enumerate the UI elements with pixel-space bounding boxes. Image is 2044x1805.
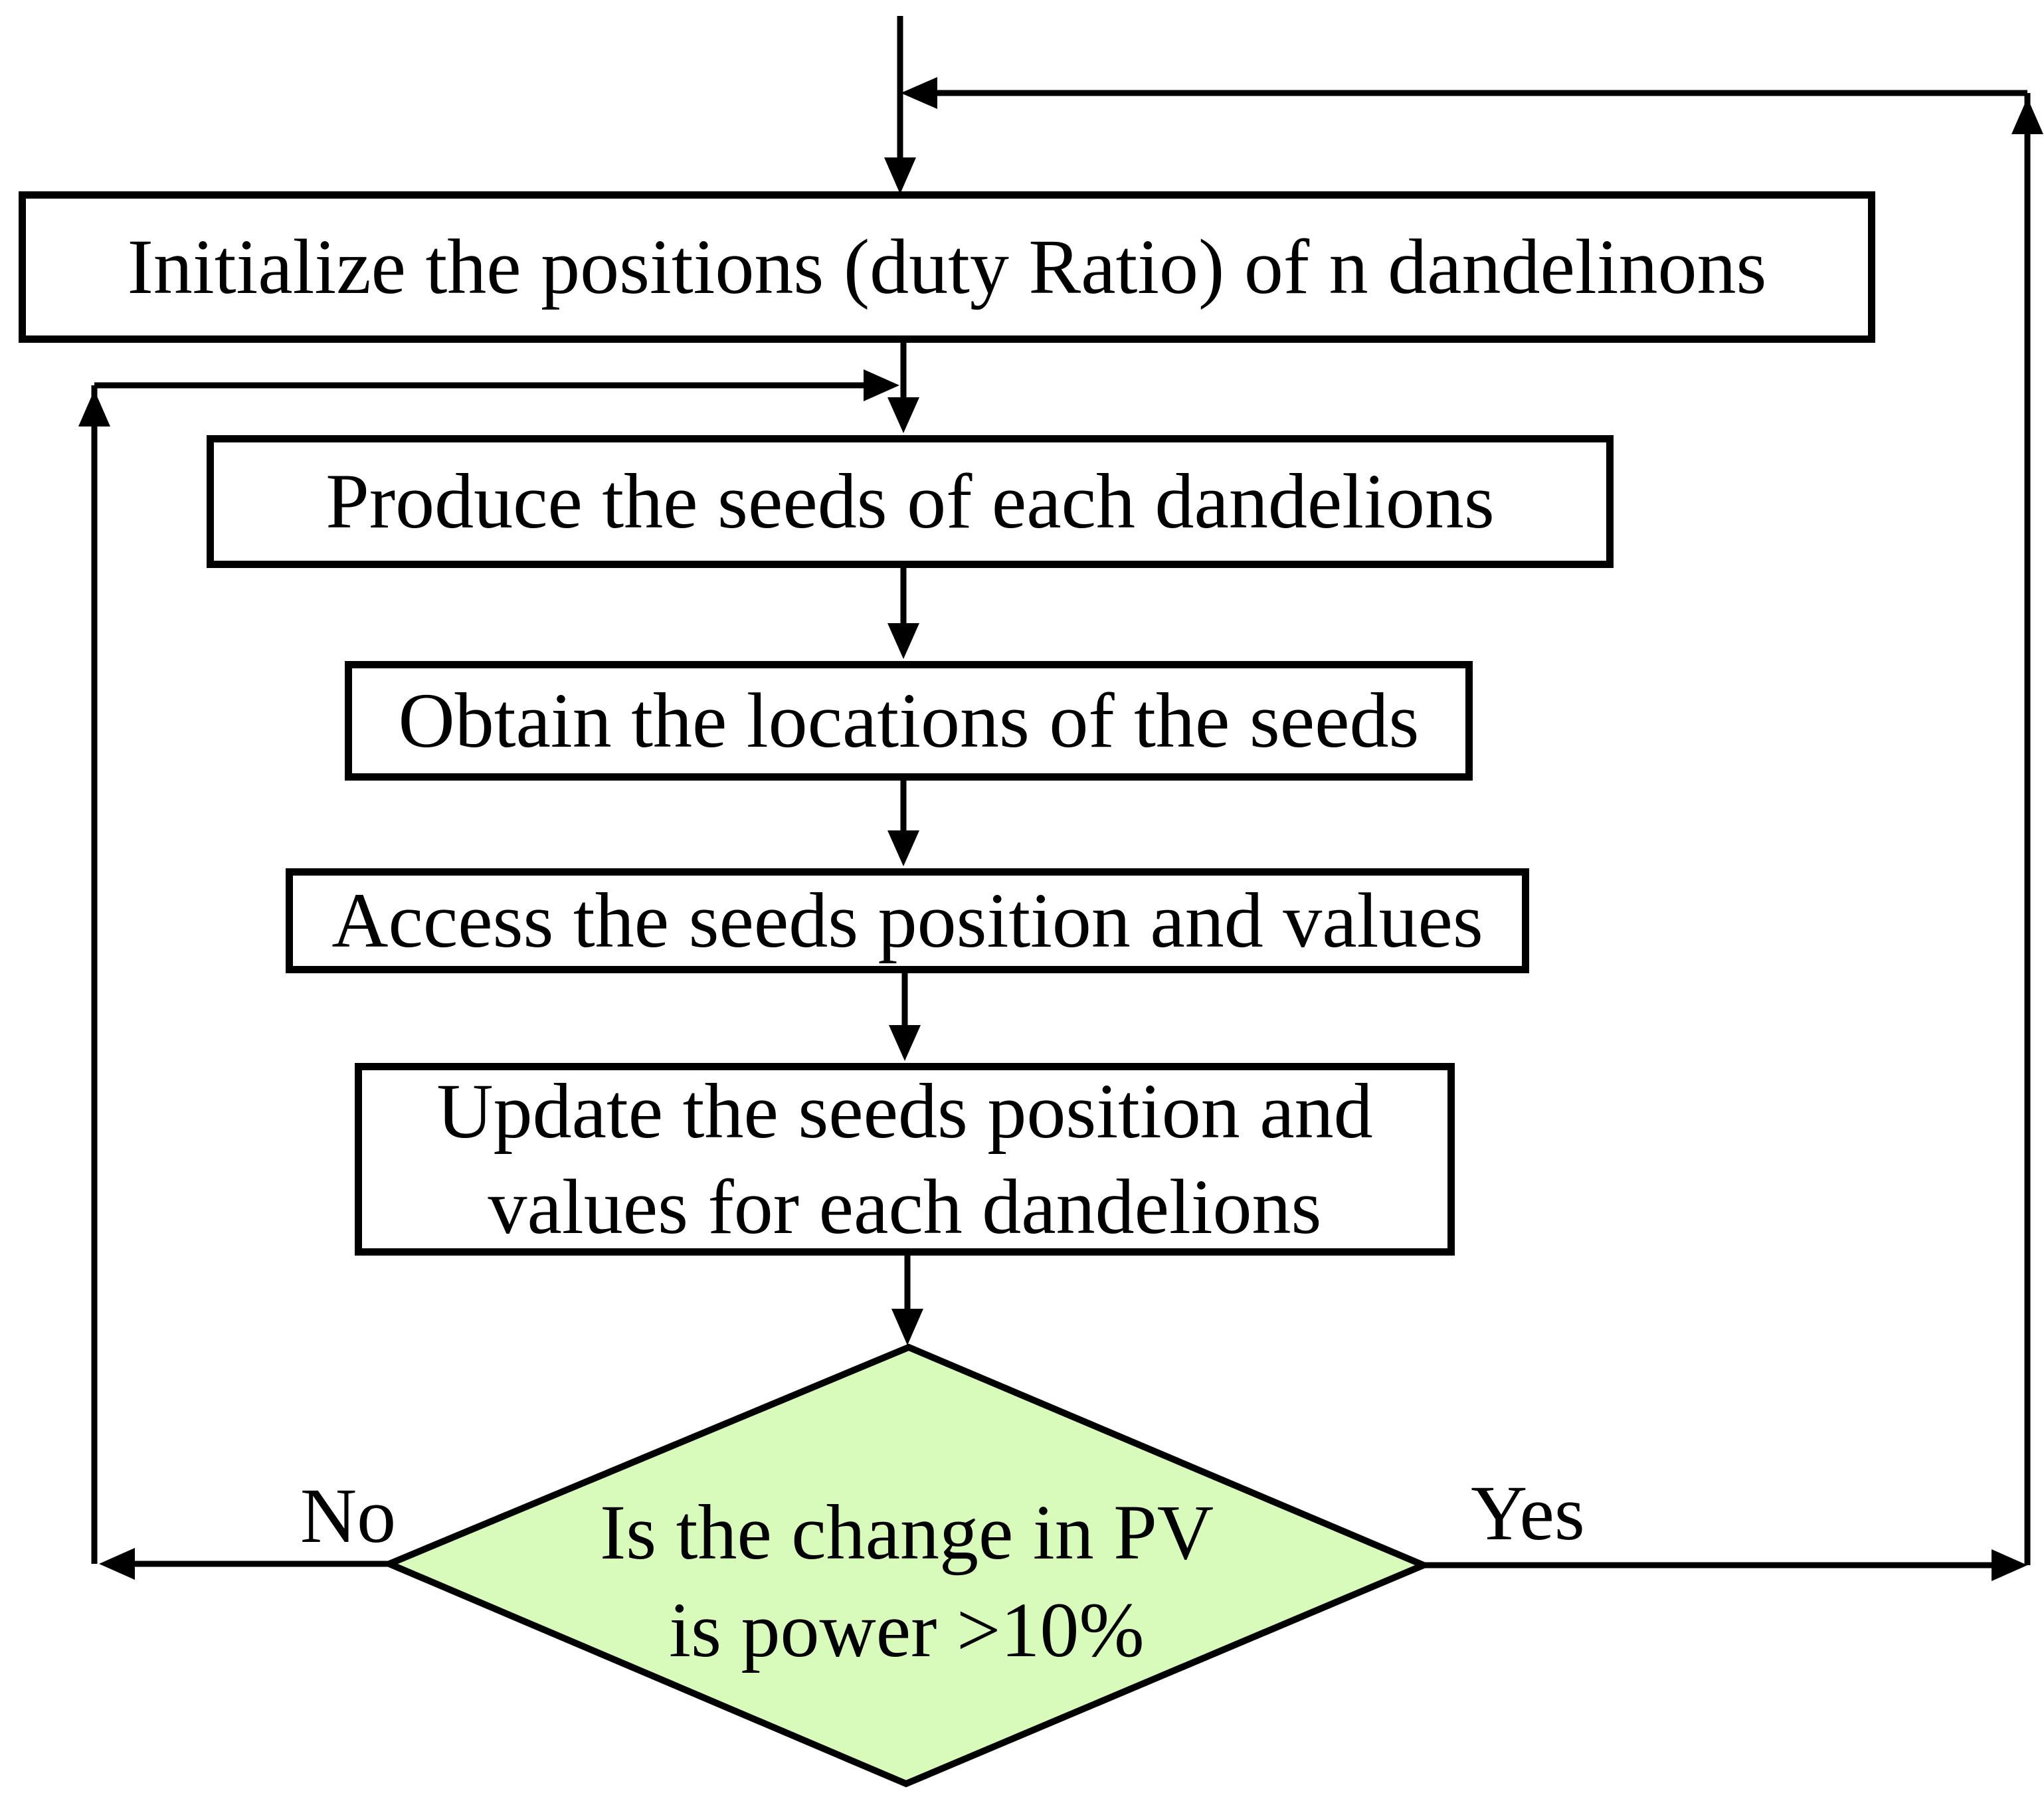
arrow-update-to-decision (891, 1256, 923, 1345)
arrow-entry (884, 16, 916, 194)
arrow-no (99, 1548, 389, 1580)
decision-diamond (381, 1343, 1432, 1788)
arrowhead-up-icon (78, 390, 110, 427)
node-produce-seeds-label: Produce the seeds of each dandelions (325, 458, 1495, 545)
node-access-seeds: Access the seeds position and values (286, 868, 1529, 973)
decision-label-line1: Is the change in PV (599, 1488, 1214, 1576)
arrow-obtain-to-access (887, 781, 919, 866)
arrowhead-down-icon (887, 397, 919, 433)
label-no: No (300, 1472, 397, 1559)
arrowhead-right-icon (1992, 1549, 2027, 1581)
arrow-no-return (94, 369, 899, 401)
arrowhead-up-icon (2011, 98, 2043, 134)
arrow-yes-return (901, 77, 2027, 109)
arrow-yes (1424, 1549, 2027, 1581)
arrow-init-to-produce (887, 343, 919, 433)
arrowhead-down-icon (891, 1309, 923, 1345)
node-update-seeds-label: Update the seeds position and values for… (436, 1064, 1372, 1255)
node-obtain-locations-label: Obtain the locations of the seeds (398, 677, 1420, 765)
arrow-produce-to-obtain (887, 568, 919, 659)
node-produce-seeds: Produce the seeds of each dandelions (207, 435, 1614, 568)
decision-label: Is the change in PV is power >10% (375, 1478, 1438, 1684)
arrowhead-down-icon (887, 623, 919, 659)
line-left-loop (78, 385, 110, 1564)
arrowhead-down-icon (887, 830, 919, 866)
decision-label-line2: is power >10% (669, 1586, 1145, 1673)
arrowhead-right-icon (864, 369, 899, 401)
arrowhead-left-icon (901, 77, 937, 109)
arrow-access-to-update (889, 973, 921, 1061)
node-initialize-label: Initialize the positions (duty Ratio) of… (127, 223, 1767, 311)
node-access-seeds-label: Access the seeds position and values (331, 877, 1483, 965)
label-yes: Yes (1471, 1470, 1585, 1557)
arrowhead-down-icon (884, 157, 916, 194)
arrowhead-down-icon (889, 1025, 921, 1061)
line-right-loop (2011, 93, 2043, 1565)
node-update-seeds: Update the seeds position and values for… (355, 1063, 1455, 1256)
node-initialize: Initialize the positions (duty Ratio) of… (19, 191, 1875, 343)
arrowhead-left-icon (99, 1548, 135, 1580)
node-update-seeds-line1: Update the seeds position and (436, 1068, 1373, 1155)
node-update-seeds-line2: values for each dandelions (488, 1163, 1322, 1250)
node-obtain-locations: Obtain the locations of the seeds (345, 661, 1473, 781)
